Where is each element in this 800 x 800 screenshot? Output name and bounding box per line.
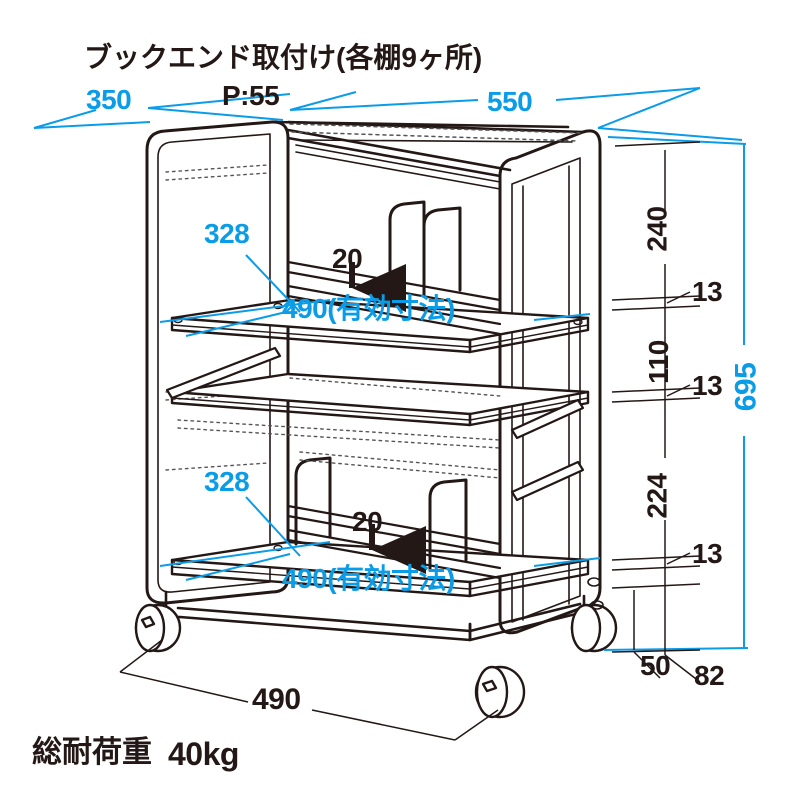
dim-ext-490-left: [119, 639, 163, 673]
tick-base-bottom: [611, 649, 701, 653]
tick-13-upper-b: [611, 305, 701, 311]
dim-line-550-b: [289, 91, 357, 111]
dim-line-490-lower-a: [185, 553, 291, 581]
dim-line-350-b: [33, 121, 151, 129]
caster-front-left: [134, 603, 182, 653]
dim-line-490-upper-c: [533, 313, 591, 321]
tick-13-upper-a: [611, 295, 701, 301]
bookend-wire-lower-2: [428, 478, 468, 572]
dim-line-350-d: [147, 93, 291, 109]
tick-base-top: [611, 583, 701, 589]
dim-695: 695: [729, 362, 763, 412]
upper-shelf-edge-detail: [171, 324, 589, 348]
dim-line-550-a: [289, 99, 479, 111]
dim-line-350-a: [33, 109, 97, 129]
dim-50: 50: [640, 650, 671, 681]
middle-hidden-lines: [177, 377, 501, 449]
dim-line-490-upper-a: [185, 311, 287, 337]
caster-mount-detail: [587, 577, 604, 610]
tick-13-middle-b: [611, 397, 701, 403]
dim-line-490-upper-b: [285, 305, 293, 313]
right-side-frame: [498, 129, 602, 635]
tick-13-middle-a: [611, 387, 701, 393]
leader-50: [633, 651, 661, 679]
bookend-note-line1: ブックエンド取付け(各棚9ヶ所): [84, 42, 483, 73]
dim-350: 350: [86, 84, 132, 115]
tick-13-lower-b: [611, 565, 701, 571]
dim-490-base: 490: [252, 683, 301, 716]
bookend-note-line2: P:55: [222, 80, 280, 111]
lower-hidden-lines: [299, 451, 501, 479]
dim-line-550-e: [597, 127, 743, 141]
left-side-frame: [145, 120, 290, 605]
dim-line-490-lower-b: [533, 557, 601, 567]
dim-extension-695-top: [607, 136, 747, 145]
top-frame-rails: [270, 120, 585, 178]
dim-line-490-base-a: [119, 671, 249, 703]
leader-13-lower: [666, 552, 691, 565]
dim-82: 82: [694, 660, 725, 691]
diagonal-brace-left: [165, 346, 282, 400]
dim-13-upper: 13: [692, 276, 723, 307]
dim-extension-695-bottom: [603, 647, 749, 651]
tick-13-lower-a: [611, 555, 701, 561]
dim-328-upper: 328: [204, 218, 250, 249]
load-capacity-value: 40kg: [168, 736, 239, 772]
leader-13-upper: [666, 291, 691, 304]
dim-224: 224: [641, 473, 673, 519]
bookend-wire-upper-2: [422, 206, 462, 298]
dim-leader-328-lower: [245, 496, 301, 557]
dim-line-328-lower-base: [159, 541, 331, 567]
top-rear-hidden-edge: [289, 123, 581, 142]
leader-82: [664, 654, 701, 683]
dim-line-350-c: [147, 107, 284, 121]
dark-dimension-lines: [119, 141, 701, 741]
dim-13-middle: 13: [692, 370, 723, 401]
dim-leader-328-upper: [245, 254, 301, 313]
dim-110: 110: [642, 340, 674, 384]
middle-shelf: [170, 372, 590, 427]
dim-line-550-c: [555, 87, 701, 101]
dim-490-upper: 490(有効寸法): [282, 293, 455, 324]
diagonal-brace-right: [510, 398, 585, 502]
blue-dimension-lines: [33, 87, 749, 651]
dim-line-490-upper-tick: [281, 299, 291, 309]
dim-490-lower: 490(有効寸法): [282, 563, 455, 594]
dim-20-upper: 20: [332, 243, 363, 274]
dim-20-lower: 20: [352, 506, 383, 537]
caster-front-center: [474, 665, 526, 719]
base-frame: [164, 590, 586, 642]
upper-shelf: [170, 298, 590, 354]
cart-body: [134, 120, 618, 719]
leader-13-middle: [666, 384, 691, 397]
dim-line-328-upper-base: [159, 299, 331, 323]
dim-line-490-base-b: [311, 709, 456, 741]
bookend-wire-lower-1: [294, 456, 332, 546]
bookend-wire-upper-1: [388, 200, 426, 294]
dim-328-lower: 328: [204, 466, 250, 497]
dim-240: 240: [641, 206, 673, 252]
caster-rear-right: [570, 603, 618, 653]
middle-shelf-edge-detail: [171, 397, 589, 421]
dim-550: 550: [487, 86, 533, 117]
dim-ext-490-right: [454, 709, 499, 741]
top-rail-detail: [295, 139, 573, 190]
dim-13-lower: 13: [692, 538, 723, 569]
tick-top: [614, 141, 701, 147]
load-capacity-label: 総耐荷重: [32, 736, 152, 769]
dim-line-550-d: [597, 87, 701, 129]
